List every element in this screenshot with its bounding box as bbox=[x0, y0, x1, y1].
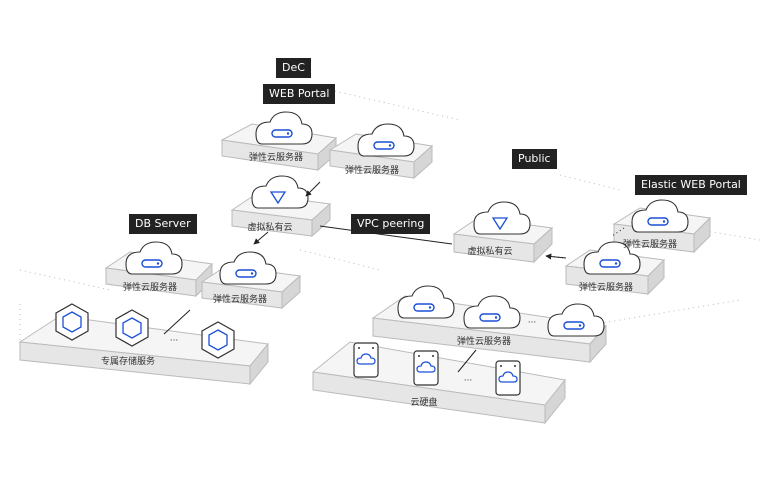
ecs-cloud-icon bbox=[357, 123, 415, 157]
more-ellipsis: ··· bbox=[169, 336, 179, 346]
ecs-caption: 弹性云服务器 bbox=[622, 240, 678, 250]
ecs-caption: 弹性云服务器 bbox=[344, 166, 400, 176]
vpc-cloud-icon bbox=[473, 201, 531, 235]
ecs-caption: 弹性云服务器 bbox=[578, 283, 634, 293]
vpc-caption: 虚拟私有云 bbox=[467, 247, 513, 257]
storage-hexagon-icon bbox=[201, 321, 235, 359]
ecs-cloud-icon bbox=[583, 241, 641, 275]
ecs-caption: 弹性云服务器 bbox=[248, 153, 304, 163]
elastic-web-portal-label: Elastic WEB Portal bbox=[635, 175, 747, 195]
public-label: Public bbox=[512, 149, 557, 169]
web-portal-label: WEB Portal bbox=[263, 84, 336, 104]
ecs-cloud-icon bbox=[547, 303, 605, 337]
storage-hexagon-icon bbox=[115, 309, 149, 347]
connectors bbox=[163, 181, 625, 373]
disk-icon bbox=[353, 342, 379, 378]
ecs-cloud-icon bbox=[397, 285, 455, 319]
more-ellipsis: ··· bbox=[527, 318, 537, 328]
vpc-cloud-icon bbox=[251, 175, 309, 209]
ecs-cloud-icon bbox=[631, 199, 689, 233]
ecs-cloud-icon bbox=[219, 251, 277, 285]
db-server-label: DB Server bbox=[129, 214, 197, 234]
ecs-caption: 弹性云服务器 bbox=[456, 337, 512, 347]
vpc-peering-label: VPC peering bbox=[351, 214, 431, 234]
more-ellipsis: ··· bbox=[463, 376, 473, 386]
ecs-cloud-icon bbox=[463, 295, 521, 329]
ecs-cloud-icon bbox=[255, 111, 313, 145]
disk-icon bbox=[495, 360, 521, 396]
evs-caption: 云硬盘 bbox=[410, 398, 438, 408]
ecs-cloud-icon bbox=[125, 241, 183, 275]
disk-icon bbox=[413, 350, 439, 386]
dec-label: DeC bbox=[276, 58, 311, 78]
vpc-caption: 虚拟私有云 bbox=[247, 223, 293, 233]
ecs-caption: 弹性云服务器 bbox=[122, 283, 178, 293]
dss-caption: 专属存储服务 bbox=[100, 357, 156, 367]
ecs-caption: 弹性云服务器 bbox=[212, 295, 268, 305]
storage-hexagon-icon bbox=[55, 303, 89, 341]
